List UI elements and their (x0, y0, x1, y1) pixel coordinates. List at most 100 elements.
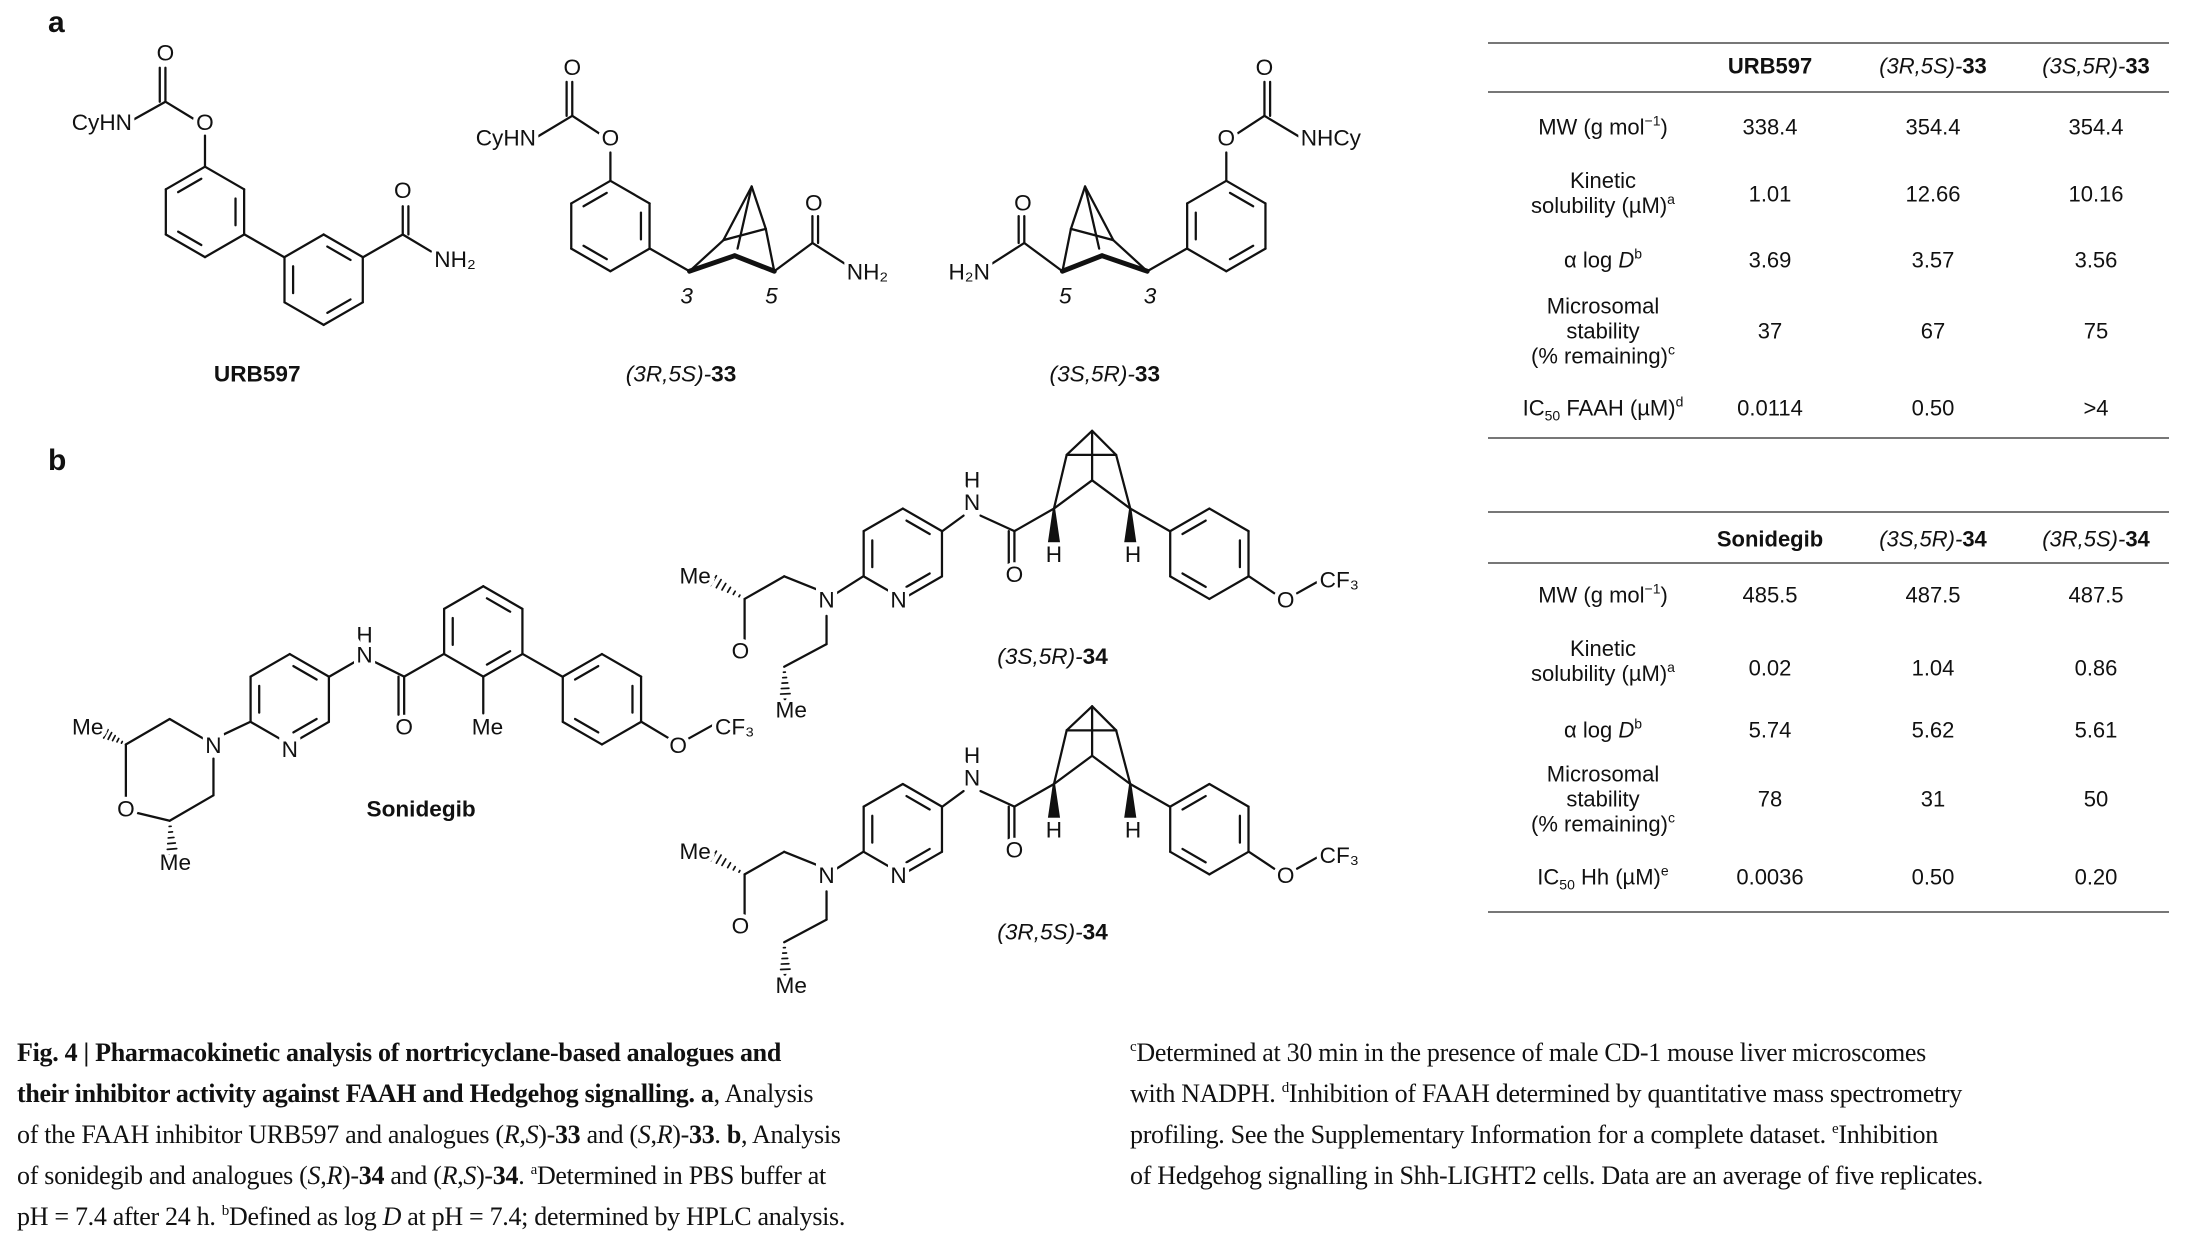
bond (570, 247, 612, 273)
bond (1052, 729, 1068, 786)
bond (648, 247, 691, 273)
atom-o: O (1277, 587, 1295, 612)
atom-n: N (356, 643, 372, 668)
bond (709, 574, 718, 587)
bond (1090, 754, 1132, 786)
bond (1114, 453, 1132, 510)
atom-nh2: NH₂ (434, 247, 475, 272)
bond (1228, 244, 1255, 261)
atom-o: O (1014, 190, 1032, 215)
atom-me: Me (472, 715, 503, 740)
bond (987, 241, 1026, 267)
bond (249, 720, 291, 746)
atom-cf3: CF₃ (1320, 568, 1359, 593)
table-cell: 67 (1920, 318, 1946, 344)
atom-h: H (1125, 542, 1141, 567)
table-cell: 0.02 (1748, 655, 1792, 681)
atom-o: O (563, 55, 581, 80)
bond (862, 507, 904, 533)
bond (687, 253, 738, 274)
bond (561, 720, 604, 746)
wedge-bond (1124, 508, 1137, 544)
caption-text: Inhibition of FAAH determined by quantit… (1288, 1079, 1962, 1108)
caption-text: S (463, 1161, 477, 1190)
atom-o: O (1256, 55, 1274, 80)
caption-text: , (650, 1120, 658, 1149)
bond (600, 720, 643, 746)
column-header: (3R,5S)-34 (2042, 526, 2150, 552)
bond (116, 737, 120, 743)
atom-o: O (1006, 562, 1024, 587)
caption-text: . (518, 1161, 531, 1190)
caption-text: , Analysis (741, 1120, 841, 1149)
bond (1052, 453, 1068, 510)
bond (283, 233, 325, 259)
caption-text: at pH = 7.4; determined by HPLC analysis… (401, 1202, 846, 1231)
bond (1061, 227, 1073, 273)
table-cell: 78 (1757, 786, 1783, 812)
bond (1069, 185, 1087, 230)
bond (102, 728, 109, 739)
atom-o: O (602, 126, 620, 151)
table-b: Sonidegib (3S,5R)-34 (3R,5S)-34 MW (g mo… (1488, 470, 2169, 930)
bond (783, 643, 828, 668)
bond (732, 253, 777, 274)
table-cell: 10.16 (2068, 181, 2124, 207)
row-label-ic50: IC50 Hh (µM)e (1537, 862, 1669, 893)
bond (535, 114, 574, 139)
bond (288, 652, 331, 678)
bond (726, 586, 732, 594)
bond (133, 811, 171, 822)
caption-text: of Hedgehog signalling in Shh-LIGHT2 cel… (1130, 1161, 1983, 1190)
table-cell: 5.62 (1911, 717, 1955, 743)
bond (732, 590, 737, 596)
figure-caption-left: Fig. 4 | Pharmacokinetic analysis of nor… (17, 1032, 845, 1237)
bond (901, 575, 944, 601)
atom-h: H (964, 743, 980, 768)
atom-h: H (1125, 818, 1141, 843)
bond (1065, 429, 1094, 456)
caption-text: )- (476, 1161, 493, 1190)
caption-text: profiling. See the Supplementary Informa… (1130, 1120, 1833, 1149)
atom-o: O (157, 41, 175, 66)
bond (1186, 247, 1228, 273)
caption-text: , Analysis (713, 1079, 814, 1108)
bond (1225, 247, 1267, 273)
atom-cyhn: CyHN (476, 126, 536, 151)
caption-text: b (221, 1203, 230, 1219)
bond (715, 854, 722, 865)
bond (1099, 253, 1150, 274)
bond (1023, 241, 1064, 273)
table-cell: 5.74 (1748, 717, 1792, 743)
caption-text: 33 (554, 1120, 581, 1149)
caption-line: cDetermined at 30 min in the presence of… (1130, 1032, 1983, 1073)
bond (128, 100, 167, 123)
bond (482, 585, 524, 610)
bond (1208, 782, 1250, 808)
atom-n: N (964, 490, 980, 515)
bond-group (535, 80, 849, 274)
bond (573, 717, 600, 734)
bond (249, 652, 291, 678)
table-rule (1488, 911, 2169, 913)
table-cell: 0.0114 (1737, 395, 1803, 421)
atom-h: H (964, 467, 980, 492)
atom-o: O (805, 190, 823, 215)
table-rule (1488, 42, 2169, 44)
bond (482, 652, 524, 678)
bond (571, 114, 606, 139)
bond (1090, 429, 1118, 456)
caption-text: 34 (358, 1161, 385, 1190)
bond (721, 858, 727, 867)
bond (283, 301, 325, 327)
bond (1181, 572, 1207, 589)
bond (166, 853, 179, 856)
bond (203, 233, 246, 259)
caption-text: of sonidegib and analogues ( (17, 1161, 308, 1190)
table-cell: 1.04 (1911, 655, 1955, 681)
atom-h: H (1046, 542, 1062, 567)
table-cell: 50 (2083, 786, 2109, 812)
row-label-logd: α log Db (1564, 245, 1642, 273)
atom-n: N (282, 737, 298, 762)
